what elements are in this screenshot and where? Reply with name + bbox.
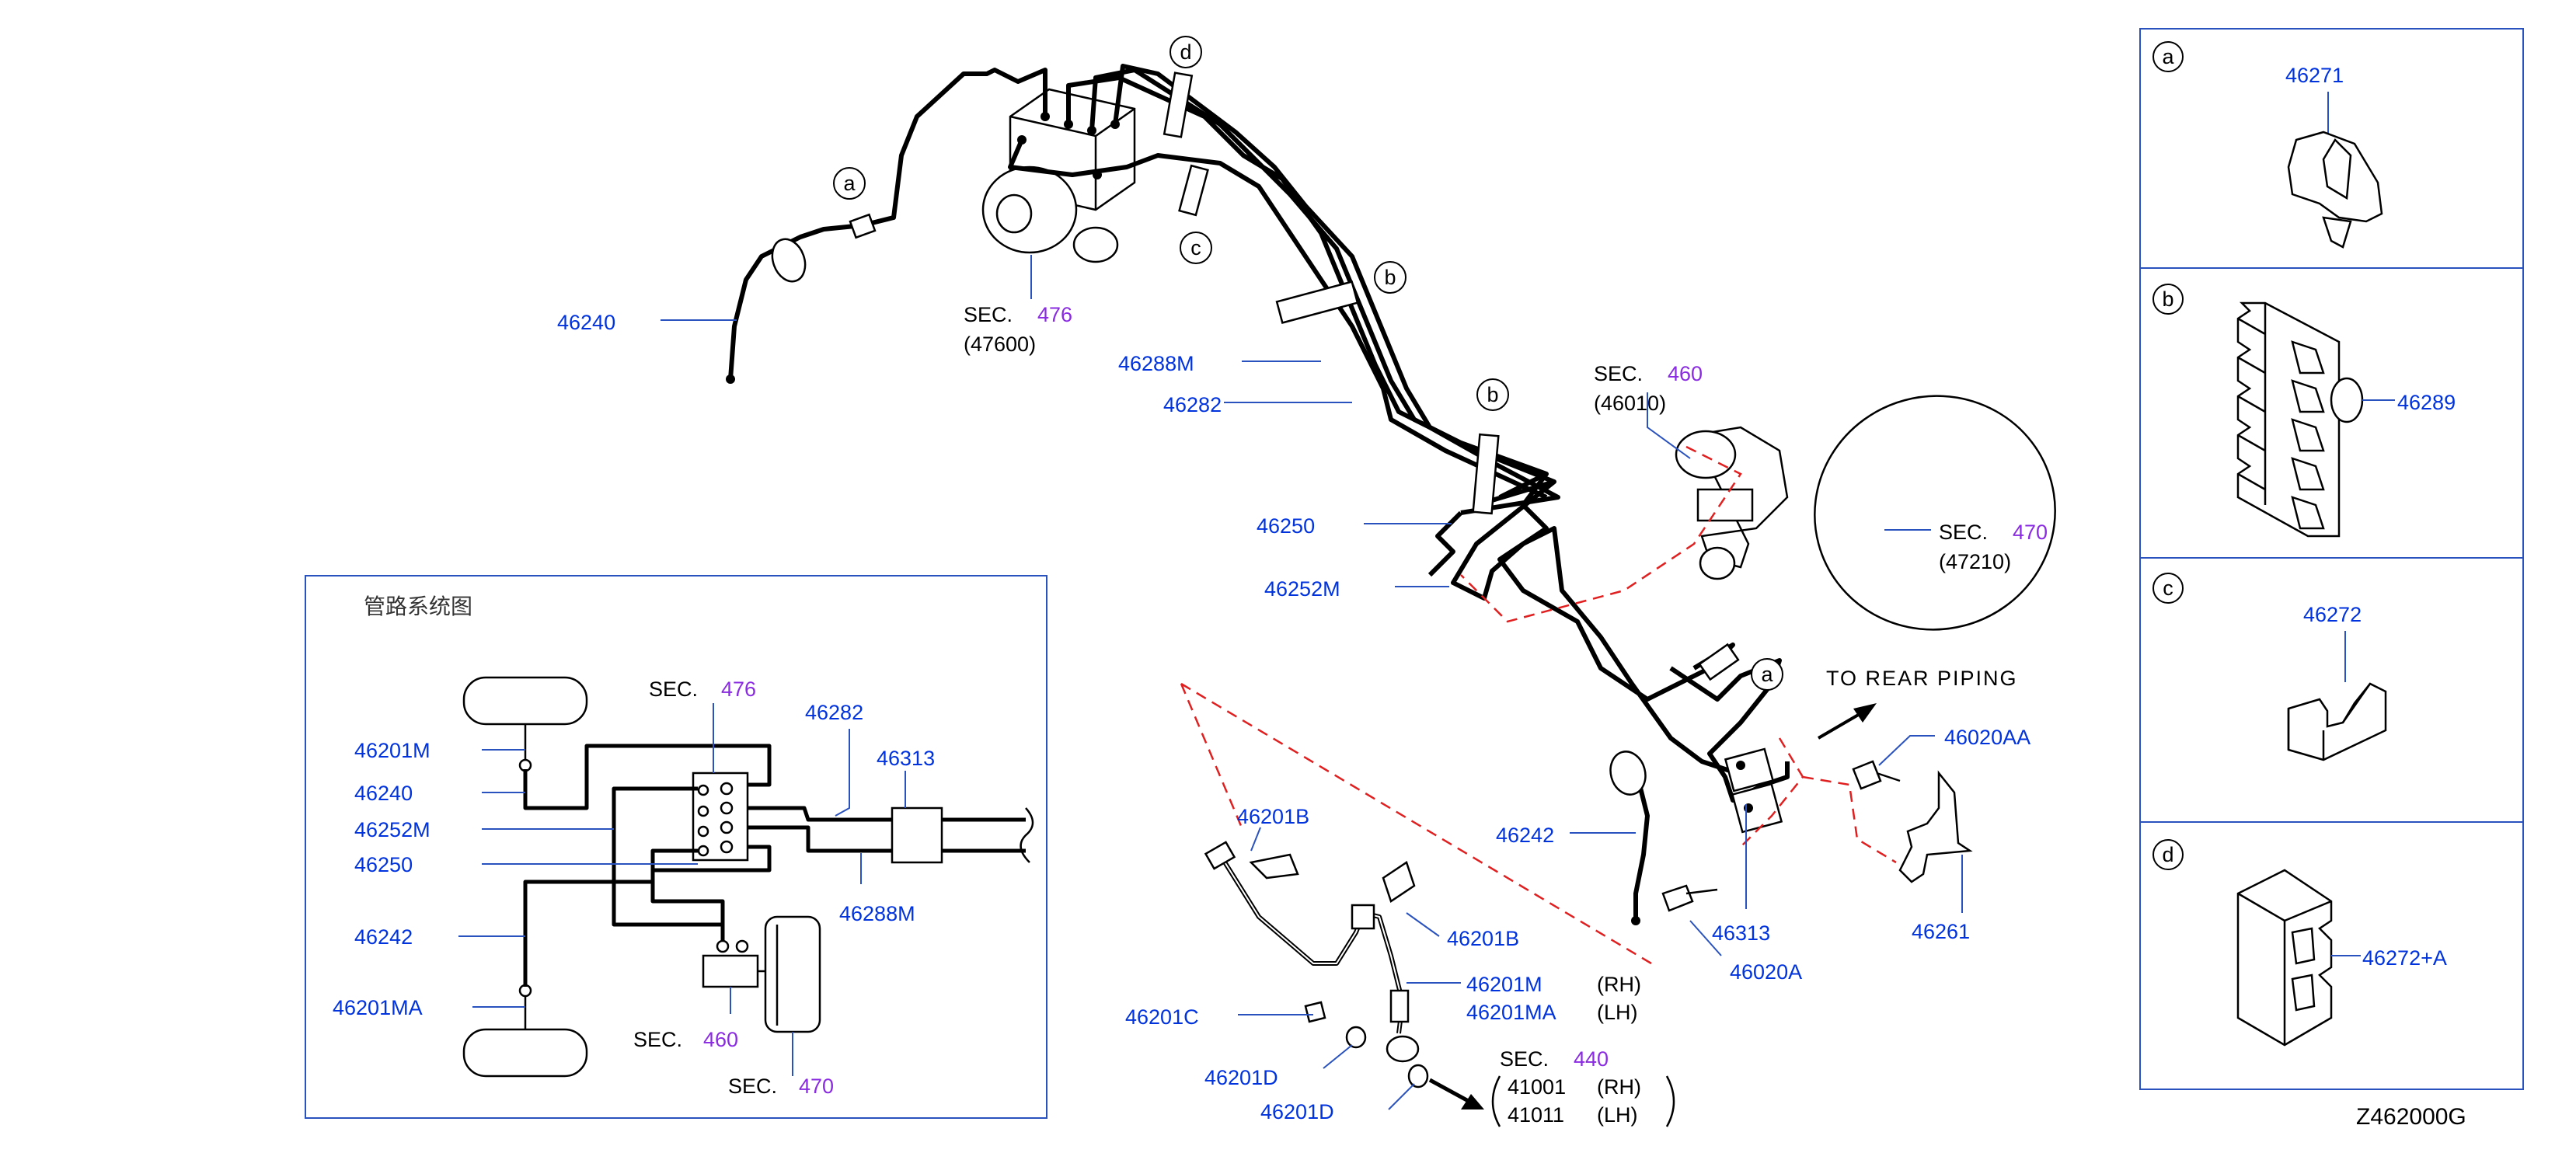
svg-text:c: c — [1190, 236, 1201, 260]
clip-label-46272A: 46272+A — [2362, 946, 2447, 970]
bolt-46020A — [1661, 884, 1718, 912]
main-drawing: a d c b b a 46240 46288M 46282 46250 462… — [557, 36, 2056, 1127]
label-46252M: 46252M — [1264, 577, 1340, 601]
callout-a-1: a — [833, 167, 866, 200]
svg-text:a: a — [2162, 45, 2174, 68]
brake-booster — [1675, 395, 2056, 631]
sys-sec-476: SEC. 476 — [649, 678, 756, 701]
proportioning-valve — [1724, 747, 1783, 834]
svg-text:SEC.: SEC. — [964, 303, 1013, 326]
clip-panels: a 46271 b 46289 c 46272 — [2139, 28, 2524, 1090]
label-46261: 46261 — [1912, 920, 1970, 943]
clip-label-46289: 46289 — [2397, 391, 2456, 414]
label-46282: 46282 — [1163, 393, 1222, 416]
svg-text:SEC.: SEC. — [1594, 362, 1643, 385]
svg-text:470: 470 — [799, 1075, 834, 1098]
label-46313: 46313 — [1712, 921, 1770, 945]
sys-label-46282: 46282 — [805, 701, 863, 724]
label-46201D-2: 46201D — [1260, 1100, 1334, 1123]
sys-label-46201MA: 46201MA — [333, 996, 423, 1019]
svg-text:470: 470 — [2013, 521, 2048, 544]
svg-text:a: a — [1761, 663, 1773, 686]
svg-text:SEC.: SEC. — [728, 1075, 777, 1098]
brake-hose — [1204, 841, 1429, 1089]
svg-text:(47600): (47600) — [964, 333, 1036, 356]
callout-d: d — [1169, 36, 1202, 68]
label-lh: (LH) — [1597, 1001, 1638, 1024]
sys-label-46242: 46242 — [354, 925, 413, 949]
svg-text:b: b — [1487, 383, 1498, 406]
svg-text:(46010): (46010) — [1594, 392, 1666, 415]
label-46020A: 46020A — [1730, 960, 1802, 984]
bracket-46261 — [1898, 770, 1973, 883]
label-46020AA: 46020AA — [1944, 726, 2030, 749]
sec-440-ref: SEC. 440 41001 (RH) 41011 (LH) — [1491, 1047, 1675, 1127]
clip-panel-d: d 46272+A — [2152, 839, 2447, 1047]
clip-label-46271: 46271 — [2285, 64, 2344, 87]
rear-piping-note: TO REAR PIPING — [1826, 667, 2018, 690]
bolt-46020AA — [1852, 760, 1901, 790]
svg-text:440: 440 — [1574, 1047, 1609, 1071]
svg-text:d: d — [2162, 843, 2173, 866]
svg-text:(LH): (LH) — [1597, 1103, 1638, 1127]
svg-text:460: 460 — [1668, 362, 1703, 385]
svg-text:(RH): (RH) — [1597, 1075, 1641, 1099]
svg-text:41001: 41001 — [1508, 1075, 1566, 1099]
sys-label-46250: 46250 — [354, 853, 413, 876]
svg-text:b: b — [2162, 287, 2173, 311]
svg-text:460: 460 — [703, 1028, 738, 1051]
sec-460-ref: SEC. 460 (46010) — [1594, 362, 1703, 415]
label-46201D-1: 46201D — [1204, 1066, 1278, 1089]
sec-476-ref: SEC. 476 (47600) — [964, 303, 1072, 356]
svg-text:SEC.: SEC. — [1939, 521, 1988, 544]
sys-sec-460: SEC. 460 — [633, 1028, 738, 1051]
label-46201M: 46201M — [1466, 973, 1542, 996]
clip-panel-c: c 46272 — [2152, 573, 2387, 761]
svg-text:a: a — [843, 172, 856, 195]
clip-label-46272: 46272 — [2303, 603, 2362, 626]
clip-panel-b: b 46289 — [2152, 284, 2456, 538]
sys-sec-470: SEC. 470 — [728, 1075, 834, 1098]
svg-text:41011: 41011 — [1508, 1103, 1564, 1127]
callout-b-1: b — [1374, 261, 1407, 294]
svg-text:SEC.: SEC. — [649, 678, 698, 701]
sys-label-46201M: 46201M — [354, 739, 430, 762]
callout-b-2: b — [1476, 378, 1509, 411]
svg-text:476: 476 — [721, 678, 756, 701]
label-46288M: 46288M — [1118, 352, 1194, 375]
label-rh: (RH) — [1597, 973, 1641, 996]
clip-panel-a: a 46271 — [2152, 41, 2383, 249]
label-46201B-top: 46201B — [1237, 805, 1309, 828]
system-diagram: 管路系统图 — [305, 575, 1047, 1119]
label-46201MA: 46201MA — [1466, 1001, 1556, 1024]
system-diagram-title: 管路系统图 — [364, 594, 472, 619]
svg-text:d: d — [1180, 40, 1191, 64]
sec-470-ref: SEC. 470 (47210) — [1939, 521, 2048, 573]
svg-text:c: c — [2163, 576, 2173, 600]
label-46201C: 46201C — [1125, 1005, 1199, 1029]
callout-c: c — [1180, 232, 1212, 264]
sys-label-46288M: 46288M — [839, 902, 915, 925]
sys-label-46252M: 46252M — [354, 818, 430, 841]
svg-text:SEC.: SEC. — [633, 1028, 682, 1051]
diagram-code: Z462000G — [2356, 1104, 2466, 1130]
sys-label-46313: 46313 — [877, 747, 935, 770]
svg-text:(47210): (47210) — [1939, 550, 2011, 573]
abs-actuator — [981, 88, 1136, 263]
svg-text:b: b — [1384, 266, 1396, 289]
sys-label-46240: 46240 — [354, 782, 413, 805]
callout-a-2: a — [1751, 658, 1783, 691]
label-46201B-side: 46201B — [1447, 927, 1519, 950]
label-46250: 46250 — [1257, 514, 1315, 538]
svg-text:476: 476 — [1037, 303, 1072, 326]
label-46240: 46240 — [557, 311, 615, 334]
svg-text:SEC.: SEC. — [1500, 1047, 1549, 1071]
label-46242: 46242 — [1496, 824, 1554, 847]
